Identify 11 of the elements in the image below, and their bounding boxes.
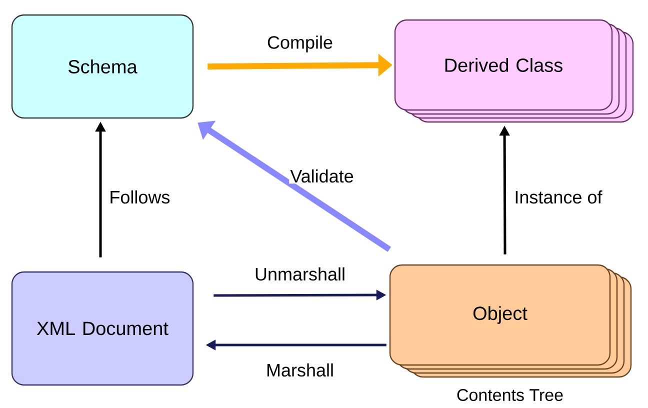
edge-label: Instance of [513, 189, 604, 205]
edge-label: Marshall [265, 362, 336, 378]
edge-label: Follows [108, 189, 172, 205]
edge-label: Compile [266, 34, 334, 54]
rounded-box: XML Document [11, 271, 194, 386]
edge-label: Validate [289, 168, 355, 184]
stacked-box: Derived Class [394, 19, 634, 123]
rounded-box: Schema [11, 14, 194, 119]
node-label: Contents Tree [457, 388, 563, 402]
stacked-box: Object [389, 264, 632, 378]
edge-label: Unmarshall [254, 266, 347, 282]
